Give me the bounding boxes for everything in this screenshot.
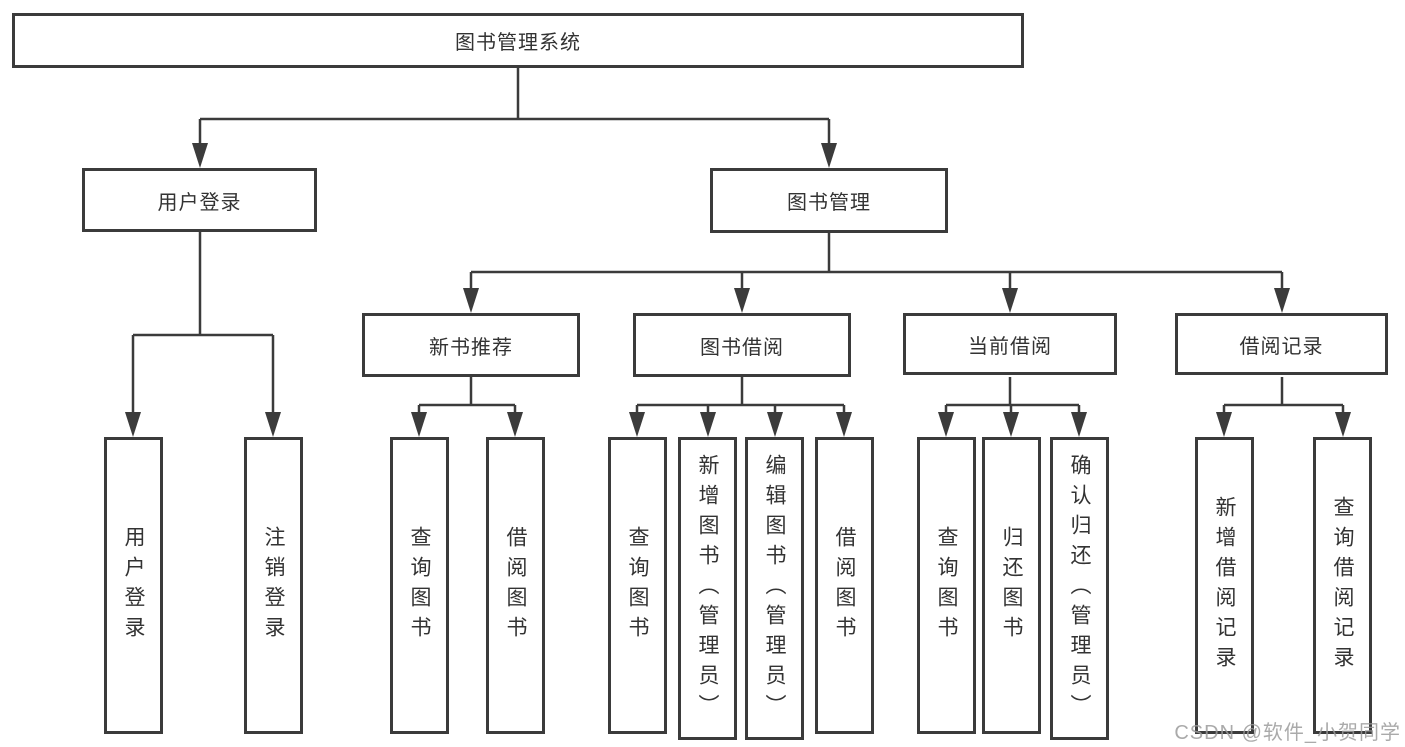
node-borrowing-records: 借阅记录	[1175, 313, 1388, 375]
csdn-watermark: CSDN @软件_小贺同学	[1174, 722, 1401, 744]
leaf-recommend-query-book: 查询图书	[390, 437, 449, 734]
leaf-current-confirm-return-admin: 确认归还（管理员）	[1050, 437, 1109, 740]
node-book-management: 图书管理	[710, 168, 948, 233]
leaf-borrow-borrow-book: 借阅图书	[815, 437, 874, 734]
leaf-user-login: 用户登录	[104, 437, 163, 734]
leaf-recommend-borrow-book: 借阅图书	[486, 437, 545, 734]
node-new-book-recommend: 新书推荐	[362, 313, 580, 377]
leaf-logout: 注销登录	[244, 437, 303, 734]
leaf-borrow-edit-book-admin: 编辑图书（管理员）	[745, 437, 804, 740]
leaf-query-borrow-record: 查询借阅记录	[1313, 437, 1372, 734]
leaf-borrow-add-book-admin: 新增图书（管理员）	[678, 437, 737, 740]
leaf-add-borrow-record: 新增借阅记录	[1195, 437, 1254, 734]
leaf-current-return-book: 归还图书	[982, 437, 1041, 734]
leaf-current-query-book: 查询图书	[917, 437, 976, 734]
node-book-borrowing: 图书借阅	[633, 313, 851, 377]
leaf-borrow-query-book: 查询图书	[608, 437, 667, 734]
node-library-management-system: 图书管理系统	[12, 13, 1024, 68]
node-user-login: 用户登录	[82, 168, 317, 232]
node-current-borrowing: 当前借阅	[903, 313, 1117, 375]
